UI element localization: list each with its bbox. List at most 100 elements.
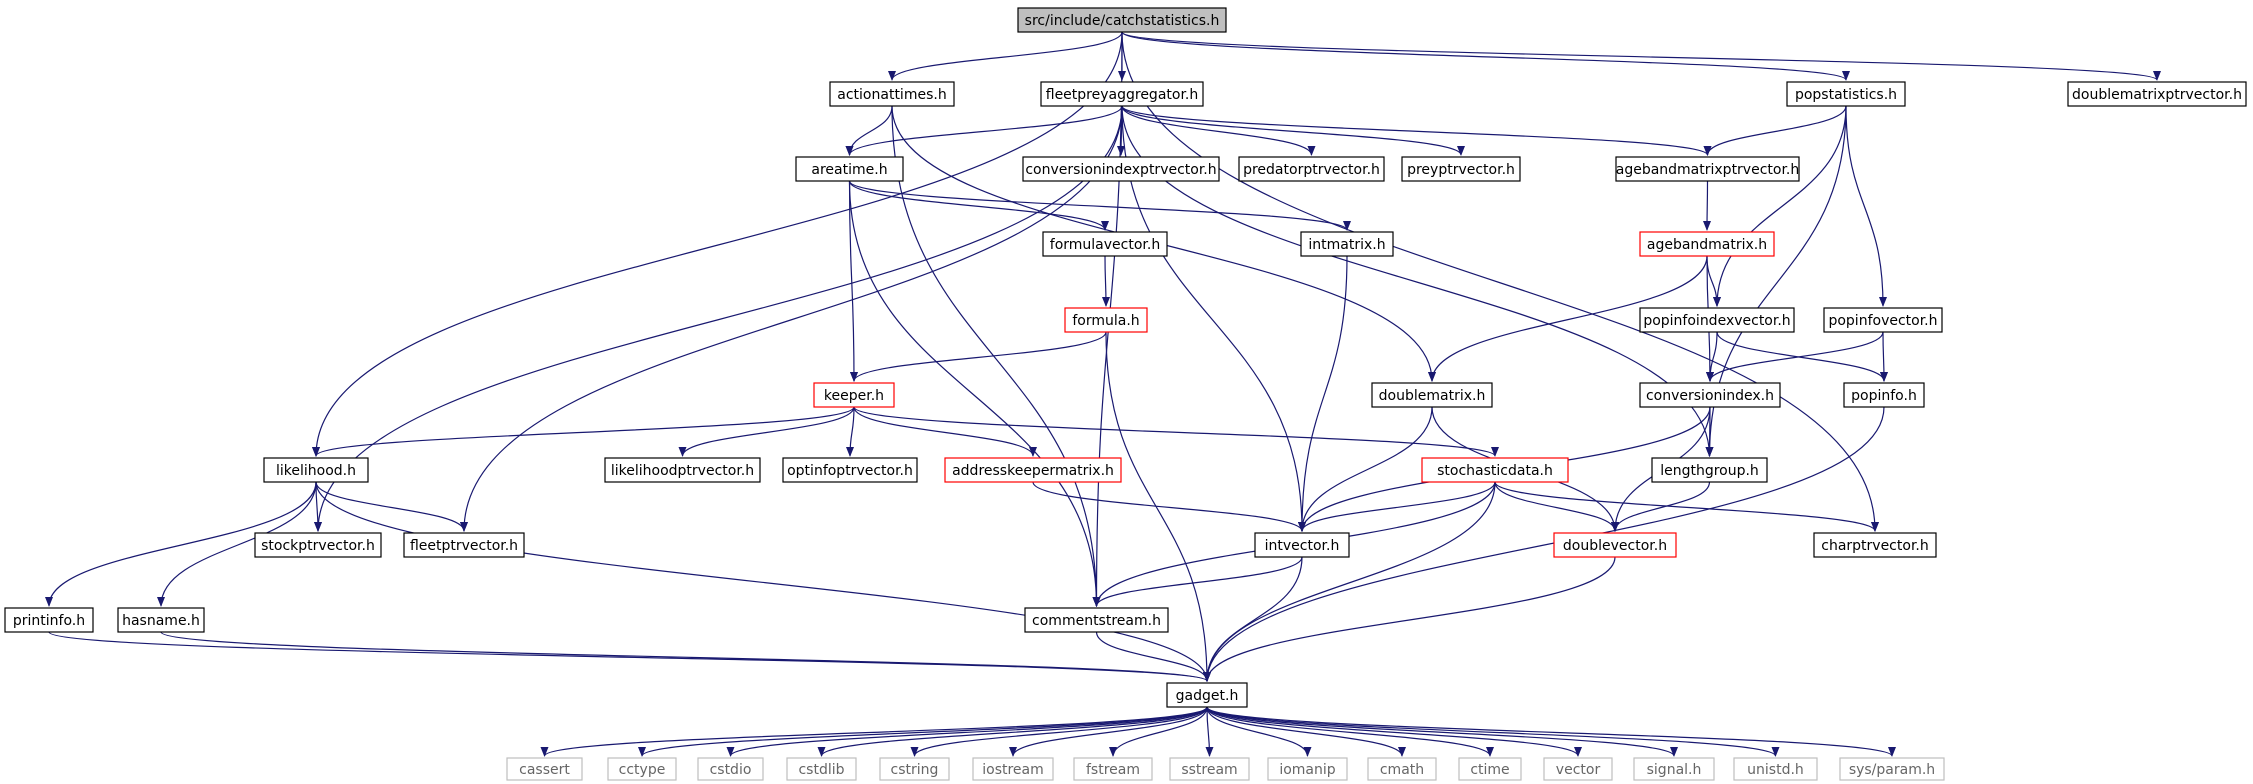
node-fleetprey[interactable]: fleetpreyaggregator.h (1040, 81, 1204, 107)
node-label: cctype (619, 762, 666, 778)
node-cmath: cmath (1367, 757, 1437, 781)
edge-arrow (1121, 31, 2161, 81)
node-keeper[interactable]: keeper.h (813, 382, 895, 408)
node-doublematrixptrvector[interactable]: doublematrixptrvector.h (2067, 81, 2247, 107)
node-predatorptrvector[interactable]: predatorptrvector.h (1238, 156, 1385, 182)
node-label: areatime.h (811, 162, 887, 178)
node-label: vector (1556, 762, 1601, 778)
node-formula[interactable]: formula.h (1064, 307, 1148, 333)
node-agebandmatrix[interactable]: agebandmatrix.h (1639, 231, 1775, 257)
edge-arrow (848, 180, 1101, 607)
node-addresskeepermatrix[interactable]: addresskeepermatrix.h (944, 457, 1122, 483)
edge-agebandmatrix-to-doublematrix (1428, 255, 1708, 382)
edge-arrow (1298, 406, 1433, 532)
node-box (1823, 307, 1943, 333)
edge-gadget-to-cassert (540, 706, 1208, 757)
edge-arrow (1703, 105, 1847, 156)
edge-arrow (845, 105, 893, 156)
node-box (1040, 81, 1204, 107)
node-label: agebandmatrixptrvector.h (1616, 162, 1800, 178)
edge-arrow (312, 406, 855, 457)
node-label: popinfoindexvector.h (1643, 313, 1790, 329)
node-likelihoodptrvector[interactable]: likelihoodptrvector.h (604, 457, 761, 483)
node-agebandmatrixptrvector[interactable]: agebandmatrixptrvector.h (1615, 156, 1800, 182)
node-conversionindexptrvector[interactable]: conversionindexptrvector.h (1022, 156, 1220, 182)
node-popstatistics[interactable]: popstatistics.h (1786, 81, 1906, 107)
node-label: predatorptrvector.h (1243, 162, 1380, 178)
edge-arrow (157, 481, 317, 607)
node-label: stochasticdata.h (1437, 463, 1553, 479)
node-label: actionattimes.h (837, 87, 946, 103)
node-label: doublematrix.h (1379, 388, 1486, 404)
node-optinfoptrvector[interactable]: optinfoptrvector.h (782, 457, 918, 483)
node-label: unistd.h (1747, 762, 1804, 778)
node-popinfovector[interactable]: popinfovector.h (1823, 307, 1943, 333)
node-label: popinfo.h (1851, 388, 1917, 404)
node-commentstream[interactable]: commentstream.h (1024, 607, 1169, 633)
node-doublematrix[interactable]: doublematrix.h (1371, 382, 1493, 408)
node-box (604, 457, 761, 483)
node-root[interactable]: src/include/catchstatistics.h (1017, 7, 1227, 33)
node-printinfo[interactable]: printinfo.h (4, 607, 94, 633)
node-box (795, 156, 904, 182)
node-label: popinfovector.h (1828, 313, 1937, 329)
node-label: intvector.h (1265, 538, 1340, 554)
edge-arrow (1428, 255, 1708, 382)
edge-arrow (1206, 706, 1780, 757)
node-label: hasname.h (122, 613, 200, 629)
edge-gadget-to-sstream (1205, 706, 1214, 757)
node-areatime[interactable]: areatime.h (795, 156, 904, 182)
edge-arrow (891, 105, 1101, 607)
node-fstream: fstream (1073, 757, 1153, 781)
node-box (1267, 757, 1348, 781)
node-box (4, 607, 94, 633)
node-conversionindex[interactable]: conversionindex.h (1639, 382, 1781, 408)
node-label: cstdlib (798, 762, 844, 778)
edge-arrow (540, 706, 1208, 757)
node-likelihood[interactable]: likelihood.h (263, 457, 369, 483)
node-box (1022, 156, 1220, 182)
edge-arrow (1206, 706, 1494, 757)
node-box (263, 457, 369, 483)
edge-fleetprey-to-fleetptrvector (460, 105, 1123, 532)
node-hasname[interactable]: hasname.h (117, 607, 205, 633)
node-box (1238, 156, 1385, 182)
node-stochasticdata[interactable]: stochasticdata.h (1421, 457, 1569, 483)
edge-root-to-charptrvector (1121, 31, 1879, 532)
edge-arrow (850, 331, 1107, 382)
edge-arrow (1121, 31, 1850, 81)
node-intvector[interactable]: intvector.h (1254, 532, 1350, 558)
edge-areatime-to-commentstream (848, 180, 1101, 607)
node-fleetptrvector[interactable]: fleetptrvector.h (403, 532, 525, 558)
node-charptrvector[interactable]: charptrvector.h (1813, 532, 1937, 558)
edge-arrow (853, 406, 1037, 457)
node-intmatrix[interactable]: intmatrix.h (1300, 231, 1394, 257)
node-label: sstream (1181, 762, 1237, 778)
node-label: iostream (982, 762, 1044, 778)
node-gadget[interactable]: gadget.h (1166, 682, 1248, 708)
edge-hasname-to-gadget (160, 631, 1211, 682)
node-actionattimes[interactable]: actionattimes.h (829, 81, 955, 107)
edge-arrow (1121, 31, 1879, 532)
node-doublevector[interactable]: doublevector.h (1553, 532, 1677, 558)
node-label: cstring (891, 762, 939, 778)
node-sstream: sstream (1169, 757, 1250, 781)
edge-arrow (460, 105, 1123, 532)
node-popinfoindexvector[interactable]: popinfoindexvector.h (1639, 307, 1795, 333)
edge-arrow (1205, 706, 1214, 757)
edge-arrow (1206, 706, 1678, 757)
node-lengthgroup[interactable]: lengthgroup.h (1651, 457, 1768, 483)
node-label: formula.h (1072, 313, 1139, 329)
node-formulavector[interactable]: formulavector.h (1042, 231, 1168, 257)
node-stockptrvector[interactable]: stockptrvector.h (254, 532, 382, 558)
node-label: keeper.h (824, 388, 884, 404)
node-box (1553, 532, 1677, 558)
node-box (1639, 307, 1795, 333)
edge-arrow (1203, 556, 1616, 682)
node-box (1024, 607, 1169, 633)
edge-gadget-to-vector (1206, 706, 1582, 757)
node-popinfo[interactable]: popinfo.h (1843, 382, 1925, 408)
node-preyptrvector[interactable]: preyptrvector.h (1401, 156, 1521, 182)
edge-arrow (315, 481, 468, 532)
edge-stochasticdata-to-gadget (1203, 481, 1496, 682)
